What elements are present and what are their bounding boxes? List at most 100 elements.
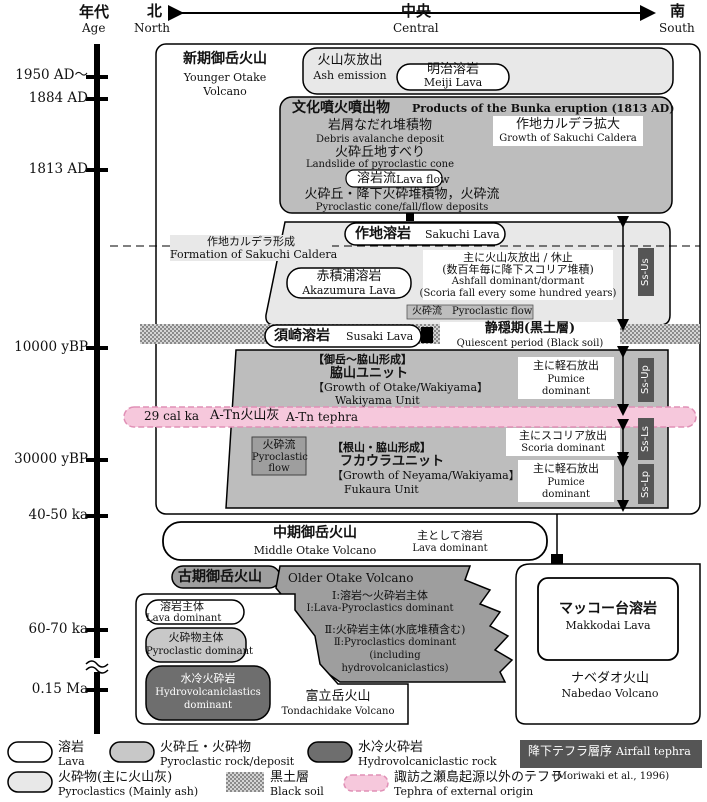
wakiyama-jp2: 脇山ユニット <box>330 366 409 381</box>
tephra-unit-label: Ss-Ls <box>638 418 654 460</box>
south-header-en: South <box>659 21 695 35</box>
quiescent-en: Quiescent period (Black soil) <box>456 338 604 349</box>
debris-jp: 岩屑なだれ堆積物 <box>327 118 432 133</box>
tonda-lava-jp: 溶岩主体 <box>160 600 204 613</box>
susaki-lava-jp: 須崎溶岩 <box>274 328 330 344</box>
bunka-title-jp: 文化噴火噴出物 <box>292 100 390 116</box>
lava-flow-box <box>345 169 443 188</box>
atn-en: A-Tn tephra <box>286 410 359 424</box>
legend-hydro-jp: 水冷火砕岩 <box>358 740 424 755</box>
caldera-formation-jp: 作地カルデラ形成 <box>207 235 295 248</box>
tephra-unit-label: Ss-Lp <box>638 464 654 504</box>
south-header-jp: 南 <box>670 2 686 20</box>
atn-tephra-band <box>123 406 697 428</box>
tonda-lava-en: Lava dominant <box>146 613 222 624</box>
pumice-box-lower <box>518 460 614 502</box>
pumice-box-upper <box>518 357 614 399</box>
tonda-hydro-en1: Hydrovolcaniclastics <box>155 687 261 698</box>
sakuchi-lava-box <box>344 222 506 246</box>
caldera-formation-en: Formation of Sakuchi Caldera <box>170 248 338 261</box>
sakuchi-lava-en: Sakuchi Lava <box>425 228 500 241</box>
akazumura-lava-en: Akazumura Lava <box>302 284 396 297</box>
older-otake-jp: 古期御岳火山 <box>178 569 262 585</box>
pumice1-jp: 主に軽石放出 <box>533 359 599 372</box>
central-header-en: Central <box>393 21 439 35</box>
tonda-hydro-jp: 水冷火砕岩 <box>180 672 236 685</box>
middle-otake-jp: 中期御岳火山 <box>273 525 357 541</box>
debris-en: Debris avalanche deposit <box>315 134 445 145</box>
older-otake-en: Older Otake Volcano <box>288 571 414 585</box>
airfall-tephra-legend-box <box>520 740 702 768</box>
middle-otake-box <box>162 521 548 561</box>
age-header-en: Age <box>82 21 106 35</box>
sakuchi-lava-jp: 作地溶岩 <box>355 226 411 242</box>
airfall-tephra-jp: 降下テフラ層序 <box>528 744 613 758</box>
legend-lava-swatch <box>7 741 53 763</box>
caldera-expansion-en: Growth of Sakuchi Caldera <box>499 133 637 144</box>
age-label: 1884 AD <box>28 90 88 106</box>
tonda-pyro-en: Pyroclastic dominant <box>146 646 254 657</box>
legend-hydro-en: Hydrovolcaniclastic rock <box>358 755 497 768</box>
small-pflow-en: Pyroclastic flow <box>452 306 533 317</box>
legend-ash-jp: 火砕物(主に火山灰) <box>58 770 173 785</box>
atn-jp: A-Tn火山灰 <box>210 408 280 423</box>
pflow2-en1: Pyroclastic <box>252 452 308 463</box>
age-label: 30000 yBP <box>14 451 88 467</box>
scoria-en: Scoria dominant <box>521 443 605 454</box>
susaki-lava-en: Susaki Lava <box>346 330 414 343</box>
age-label: 40-50 ka <box>28 507 88 523</box>
tonda-lava-box <box>145 599 245 625</box>
legend-ash-en: Pyroclastics (Mainly ash) <box>58 785 199 798</box>
caldera-formation-box <box>170 235 332 261</box>
tephra-unit-label: Ss-Up <box>638 358 654 402</box>
legend-tephra-swatch <box>343 774 389 792</box>
scoria-jp: 主にスコリア放出 <box>519 429 607 442</box>
pumice2-en1: Pumice <box>547 477 585 488</box>
landslide-jp: 火砕丘地すべり <box>334 145 426 160</box>
quiescent-box <box>440 322 620 350</box>
caldera-expansion-jp: 作地カルデラ拡大 <box>515 117 620 132</box>
axis-break-icon <box>84 658 110 674</box>
tonda-name-jp: 富立岳火山 <box>305 689 371 704</box>
legend-pyro-swatch <box>109 741 155 763</box>
meiji-lava-jp: 明治溶岩 <box>426 62 479 77</box>
legend-soil-jp: 黒土層 <box>270 770 310 785</box>
younger-otake-en1: Younger Otake <box>183 71 267 84</box>
older-ii-en2: (including <box>369 650 421 661</box>
younger-otake-en2: Volcano <box>203 85 247 98</box>
pumice2-jp: 主に軽石放出 <box>533 462 599 475</box>
legend-lava-jp: 溶岩 <box>58 740 85 755</box>
lava-dominant-jp: 主として溶岩 <box>417 529 483 542</box>
wakiyama-en1: 【Growth of Otake/Wakiyama】 <box>313 381 489 394</box>
middle-otake-en: Middle Otake Volcano <box>253 544 377 557</box>
cone-deposit-en: Pyroclastic cone/fall/flow deposits <box>315 202 489 213</box>
older-i-jp: Ⅰ:溶岩～火砕岩主体 <box>331 589 429 602</box>
lava-dominant-en: Lava dominant <box>412 543 488 554</box>
nabedao-en: Nabedao Volcano <box>561 687 659 700</box>
ash-emission-en: Ash emission <box>313 69 387 82</box>
akazumura-lava-box <box>286 267 412 299</box>
makkodai-lava-box <box>537 577 679 661</box>
legend-ext-en: Tephra of external origin <box>394 785 534 798</box>
age-label: 1813 AD <box>28 161 88 177</box>
caldera-expansion-box <box>493 116 643 146</box>
tonda-pyro-box <box>145 627 247 663</box>
landslide-en: Landslide of pyroclastic cone <box>305 159 455 170</box>
north-header-en: North <box>134 21 171 35</box>
atn-age: 29 cal ka <box>144 409 200 423</box>
tonda-hydro-en2: dominant <box>184 700 232 711</box>
fukaura-jp1: 【根山・脇山形成】 <box>332 441 431 454</box>
legend-ash-swatch <box>7 771 53 793</box>
ashfall-en2: (Scoria fall every some hundred years) <box>419 288 617 299</box>
older-i-en: Ⅰ:Lava-Pyroclastics dominant <box>306 603 454 614</box>
small-pflow-jp: 火砕流 <box>412 306 442 317</box>
quiescent-jp: 静穏期(黒土層) <box>484 321 576 336</box>
bunka-title-en: Products of the Bunka eruption (1813 AD) <box>412 102 675 115</box>
ashfall-en1: Ashfall dominant/dormant <box>451 276 585 287</box>
tonda-hydro-box <box>145 665 271 721</box>
north-header-jp: 北 <box>147 2 163 20</box>
pumice2-en2: dominant <box>542 489 590 500</box>
legend-soil-swatch <box>226 772 264 792</box>
legend-hydro-swatch <box>307 741 353 763</box>
